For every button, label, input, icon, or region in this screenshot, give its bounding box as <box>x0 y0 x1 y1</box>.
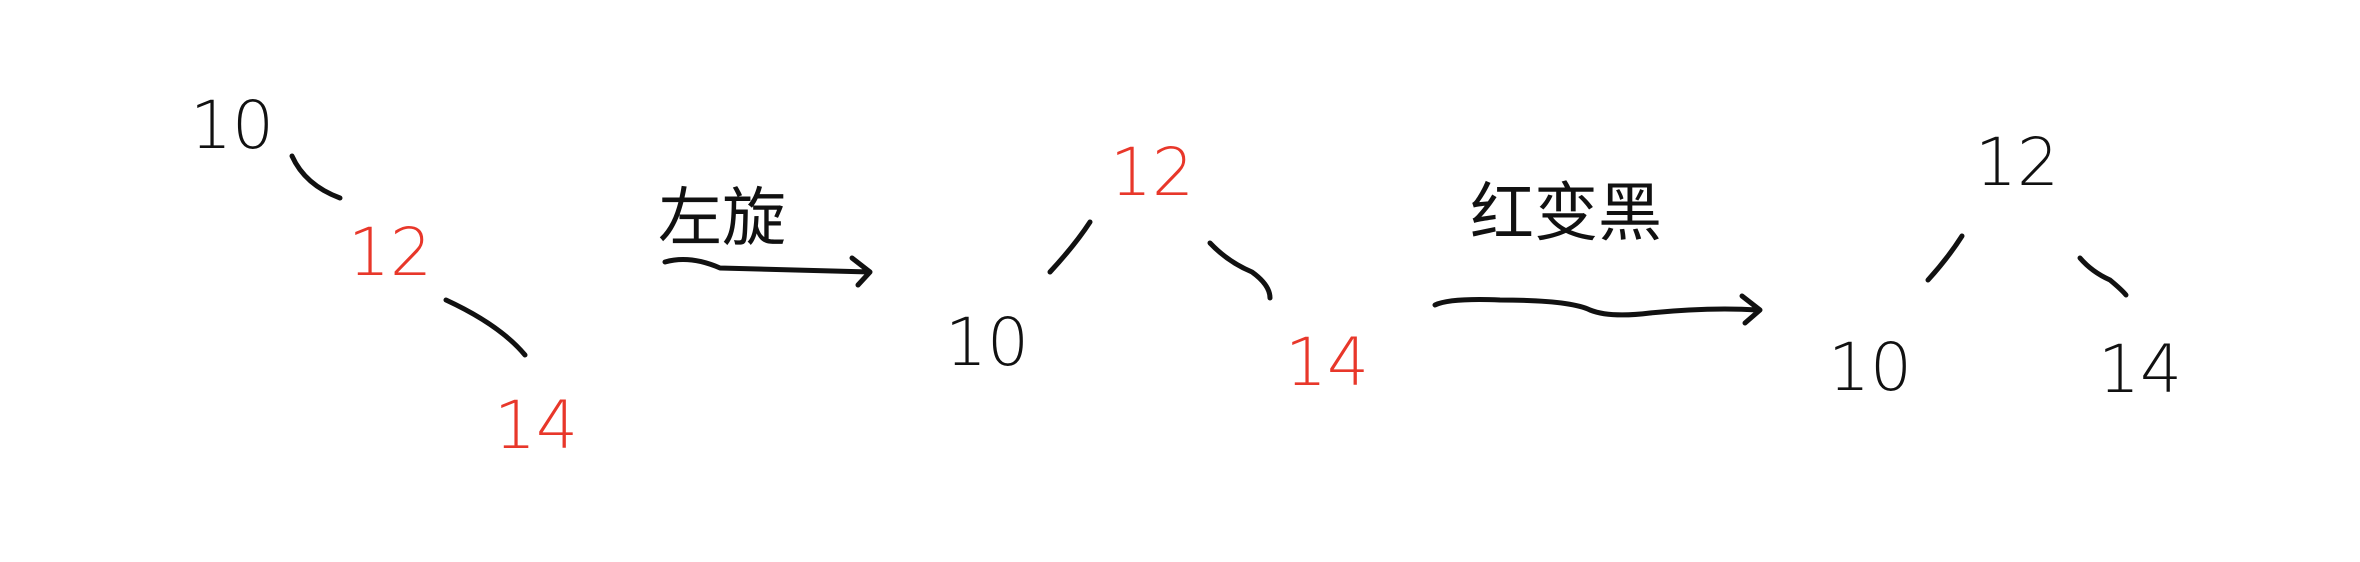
arrow-icon <box>662 255 873 288</box>
arrow-icon <box>1432 293 1763 326</box>
edge-12-to-14 <box>1207 240 1273 301</box>
edge-12-to-14 <box>443 297 528 358</box>
transition-label-recolor: 红变黑 <box>1470 177 1662 251</box>
transition-label-rotate-left: 左旋 <box>658 182 786 256</box>
stage-1-tree: 10 12 14 <box>190 87 578 464</box>
edge-12-to-14 <box>2077 255 2129 298</box>
transition-2: 红变黑 <box>1432 177 1763 326</box>
edge-12-to-10 <box>1925 233 1965 283</box>
node-10: 10 <box>945 304 1029 381</box>
node-10: 10 <box>1828 329 1912 406</box>
node-10: 10 <box>190 87 274 164</box>
node-14: 14 <box>2098 331 2182 408</box>
edge-10-to-12 <box>289 153 343 201</box>
node-12: 12 <box>1110 134 1194 211</box>
edge-12-to-10 <box>1047 219 1093 275</box>
transition-1: 左旋 <box>658 182 873 288</box>
node-14: 14 <box>1285 324 1369 401</box>
node-14: 14 <box>494 387 578 464</box>
node-12: 12 <box>1975 124 2059 201</box>
stage-3-tree: 12 10 14 <box>1828 124 2182 408</box>
node-12: 12 <box>348 214 432 291</box>
stage-2-tree: 12 10 14 <box>945 134 1369 401</box>
